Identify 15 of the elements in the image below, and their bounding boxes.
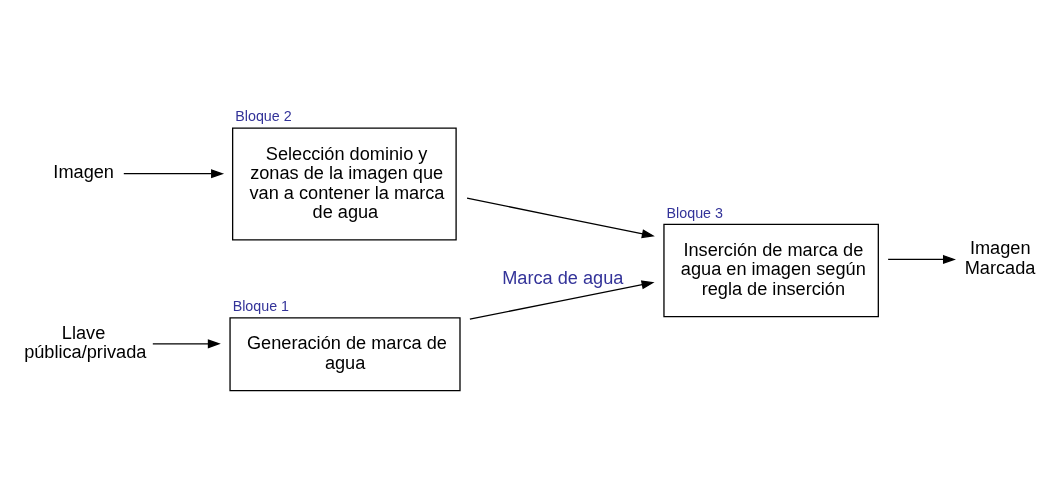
- node-text: Imagen: [53, 161, 114, 182]
- node-box: Generación de marca de agua: [229, 316, 461, 391]
- node-text: Llave pública/privada: [24, 322, 147, 362]
- arrow: [123, 168, 225, 178]
- node-label: Bloque 2: [235, 107, 292, 124]
- node-text: Imagen Marcada: [964, 237, 1036, 278]
- arrow: [469, 279, 655, 320]
- node-label: Bloque 3: [666, 204, 723, 221]
- node-box: Selección dominio y zonas de la imagen que van a contener la marca de agua: [232, 127, 457, 241]
- arrow: [466, 197, 655, 238]
- node-box: Inserción de marca de agua en imagen según regla de inserción: [663, 223, 879, 317]
- edge-label: Marca de agua: [502, 267, 624, 288]
- node-label: Bloque 1: [232, 297, 290, 314]
- arrow: [887, 254, 956, 264]
- arrow: [152, 338, 221, 348]
